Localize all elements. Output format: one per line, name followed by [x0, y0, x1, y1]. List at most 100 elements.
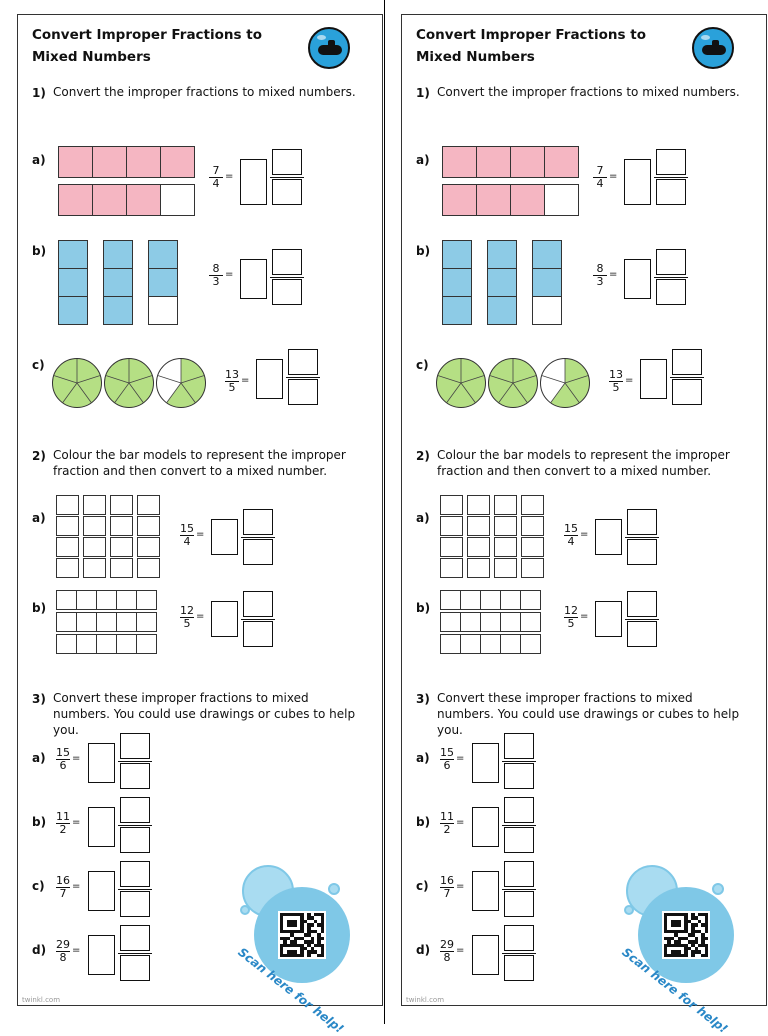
whole-number-box[interactable] [472, 871, 499, 911]
bar-model-cell[interactable] [136, 590, 157, 610]
bar-model-cell[interactable] [56, 516, 79, 536]
bar-model-cell[interactable] [500, 612, 521, 632]
bar-model-cell[interactable] [56, 590, 77, 610]
numerator-box[interactable] [656, 149, 686, 175]
bar-model-cell[interactable] [494, 516, 517, 536]
denominator-box[interactable] [243, 539, 273, 565]
qr-bubble[interactable] [638, 887, 734, 983]
bar-model-cell[interactable] [116, 612, 137, 632]
whole-number-box[interactable] [472, 743, 499, 783]
denominator-box[interactable] [672, 379, 702, 405]
bar-model-cell[interactable] [110, 495, 133, 515]
bar-model-cell[interactable] [136, 612, 157, 632]
denominator-box[interactable] [656, 179, 686, 205]
whole-number-box[interactable] [88, 743, 115, 783]
denominator-box[interactable] [627, 539, 657, 565]
bar-model-cell[interactable] [480, 612, 501, 632]
bar-model-cell[interactable] [494, 537, 517, 557]
whole-number-box[interactable] [595, 601, 622, 637]
whole-number-box[interactable] [256, 359, 283, 399]
bar-model-cell[interactable] [110, 516, 133, 536]
bar-model-cell[interactable] [83, 558, 106, 578]
denominator-box[interactable] [243, 621, 273, 647]
numerator-box[interactable] [504, 797, 534, 823]
numerator-box[interactable] [272, 149, 302, 175]
bar-model-cell[interactable] [467, 516, 490, 536]
bar-model-cell[interactable] [494, 495, 517, 515]
bar-model-cell[interactable] [137, 495, 160, 515]
bar-model-cell[interactable] [136, 634, 157, 654]
denominator-box[interactable] [504, 891, 534, 917]
numerator-box[interactable] [120, 925, 150, 951]
bar-model-cell[interactable] [500, 634, 521, 654]
bar-model-cell[interactable] [520, 590, 541, 610]
bar-model-cell[interactable] [440, 537, 463, 557]
bar-model-cell[interactable] [110, 558, 133, 578]
qr-bubble[interactable] [254, 887, 350, 983]
denominator-box[interactable] [120, 891, 150, 917]
bar-model-cell[interactable] [56, 495, 79, 515]
bar-model-cell[interactable] [137, 558, 160, 578]
numerator-box[interactable] [627, 509, 657, 535]
denominator-box[interactable] [504, 827, 534, 853]
whole-number-box[interactable] [211, 601, 238, 637]
bar-model-cell[interactable] [467, 558, 490, 578]
bar-model-cell[interactable] [137, 537, 160, 557]
whole-number-box[interactable] [240, 259, 267, 299]
denominator-box[interactable] [120, 827, 150, 853]
bar-model-cell[interactable] [83, 495, 106, 515]
denominator-box[interactable] [120, 955, 150, 981]
numerator-box[interactable] [243, 591, 273, 617]
numerator-box[interactable] [672, 349, 702, 375]
whole-number-box[interactable] [88, 935, 115, 975]
whole-number-box[interactable] [211, 519, 238, 555]
denominator-box[interactable] [272, 279, 302, 305]
whole-number-box[interactable] [472, 807, 499, 847]
bar-model-cell[interactable] [110, 537, 133, 557]
denominator-box[interactable] [288, 379, 318, 405]
bar-model-cell[interactable] [116, 590, 137, 610]
numerator-box[interactable] [656, 249, 686, 275]
whole-number-box[interactable] [640, 359, 667, 399]
numerator-box[interactable] [243, 509, 273, 535]
bar-model-cell[interactable] [56, 558, 79, 578]
bar-model-cell[interactable] [76, 612, 97, 632]
bar-model-cell[interactable] [480, 590, 501, 610]
denominator-box[interactable] [504, 955, 534, 981]
bar-model-cell[interactable] [116, 634, 137, 654]
denominator-box[interactable] [272, 179, 302, 205]
numerator-box[interactable] [120, 797, 150, 823]
numerator-box[interactable] [272, 249, 302, 275]
bar-model-cell[interactable] [56, 612, 77, 632]
qr-code[interactable] [278, 911, 326, 959]
denominator-box[interactable] [504, 763, 534, 789]
denominator-box[interactable] [656, 279, 686, 305]
bar-model-cell[interactable] [460, 634, 481, 654]
bar-model-cell[interactable] [494, 558, 517, 578]
bar-model-cell[interactable] [83, 537, 106, 557]
whole-number-box[interactable] [624, 259, 651, 299]
numerator-box[interactable] [504, 861, 534, 887]
bar-model-cell[interactable] [440, 558, 463, 578]
bar-model-cell[interactable] [440, 612, 461, 632]
whole-number-box[interactable] [88, 807, 115, 847]
bar-model-cell[interactable] [56, 634, 77, 654]
numerator-box[interactable] [627, 591, 657, 617]
numerator-box[interactable] [288, 349, 318, 375]
numerator-box[interactable] [120, 733, 150, 759]
bar-model-cell[interactable] [440, 495, 463, 515]
numerator-box[interactable] [504, 733, 534, 759]
whole-number-box[interactable] [240, 159, 267, 205]
whole-number-box[interactable] [472, 935, 499, 975]
bar-model-cell[interactable] [96, 590, 117, 610]
bar-model-cell[interactable] [440, 634, 461, 654]
whole-number-box[interactable] [595, 519, 622, 555]
denominator-box[interactable] [120, 763, 150, 789]
qr-code[interactable] [662, 911, 710, 959]
bar-model-cell[interactable] [96, 634, 117, 654]
bar-model-cell[interactable] [56, 537, 79, 557]
bar-model-cell[interactable] [440, 590, 461, 610]
bar-model-cell[interactable] [520, 634, 541, 654]
bar-model-cell[interactable] [467, 495, 490, 515]
bar-model-cell[interactable] [96, 612, 117, 632]
